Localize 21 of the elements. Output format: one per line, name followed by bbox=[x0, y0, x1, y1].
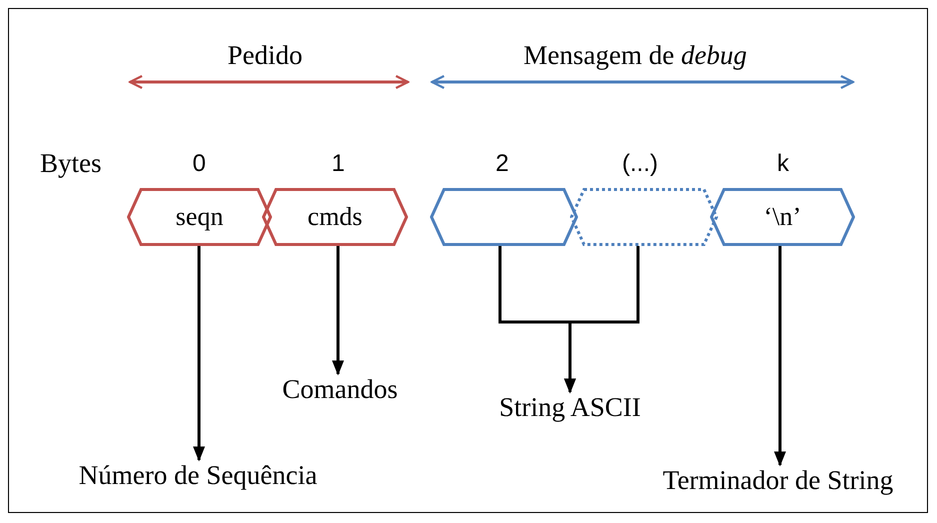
field-description: String ASCII bbox=[484, 392, 656, 430]
section-title: Mensagem de debug bbox=[524, 40, 747, 71]
arrow bbox=[774, 246, 786, 466]
byte-field: seqn bbox=[127, 188, 272, 246]
field-description: Número de Sequência bbox=[40, 460, 356, 500]
field-description: Terminador de String bbox=[628, 465, 928, 505]
arrow bbox=[332, 246, 344, 376]
row-label: Bytes bbox=[40, 148, 102, 179]
section-title: Pedido bbox=[228, 40, 303, 71]
arrow bbox=[193, 246, 205, 462]
byte-index: 1 bbox=[332, 150, 345, 178]
byte-field bbox=[570, 188, 718, 246]
arrow bbox=[564, 246, 640, 394]
byte-field: cmds bbox=[262, 188, 408, 246]
byte-index: (...) bbox=[622, 150, 658, 178]
byte-index: k bbox=[777, 150, 789, 178]
field-description: Comandos bbox=[262, 374, 418, 412]
byte-index: 2 bbox=[496, 150, 509, 178]
byte-field bbox=[430, 188, 578, 246]
byte-field: ‘\n’ bbox=[710, 188, 855, 246]
byte-index: 0 bbox=[192, 150, 206, 178]
